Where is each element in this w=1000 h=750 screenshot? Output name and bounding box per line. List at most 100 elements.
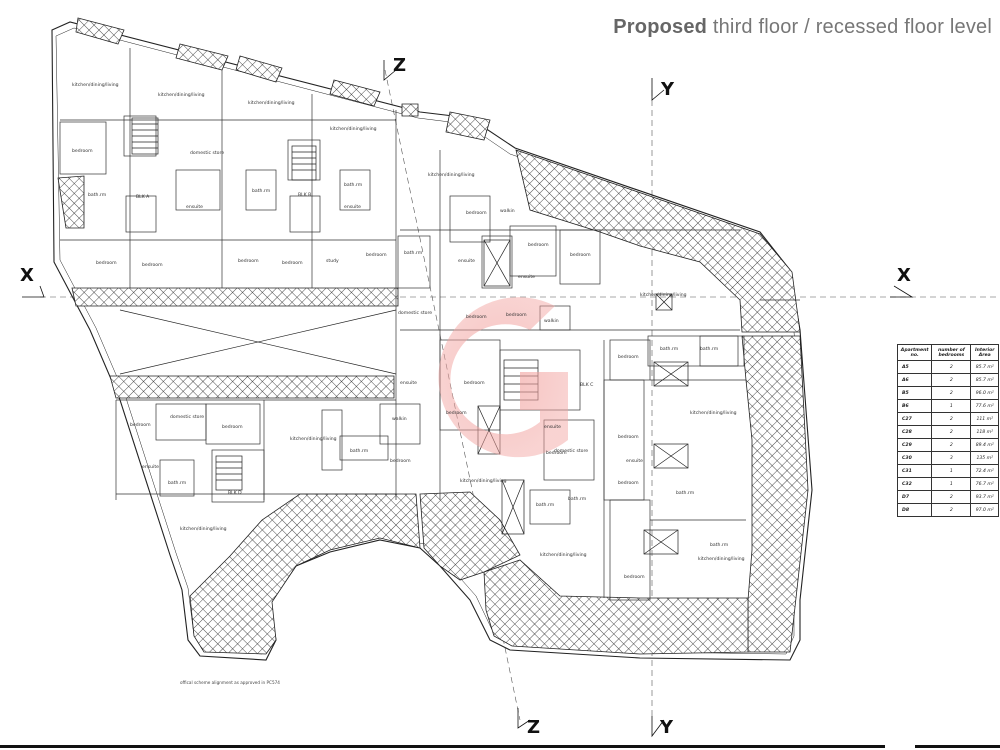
room-label: kitchen/dining/living: [180, 526, 227, 532]
room-label: ensuite: [626, 458, 643, 464]
header-interior-area: Interior Area: [970, 344, 999, 361]
room-label: ensuite: [544, 424, 561, 430]
room-label: ensuite: [344, 204, 361, 210]
room-label: bath.rm: [404, 250, 423, 256]
room-label: study: [326, 258, 339, 264]
building-outline: [51, 21, 813, 661]
room-label: bedroom: [72, 148, 93, 154]
room-label: bath.rm: [536, 502, 555, 508]
header-apartment-no: Apartment no.: [896, 344, 933, 361]
axis-label-x-left: X: [20, 265, 34, 286]
axis-label-z-bottom: Z: [527, 717, 540, 738]
room-label: kitchen/dining/living: [640, 292, 687, 298]
axis-label-y-top: Y: [660, 79, 675, 100]
room-label: kitchen/dining/living: [698, 556, 745, 562]
cell-apartment-no: C30: [896, 451, 933, 465]
cell-interior-area: 96.0 m²: [970, 386, 999, 400]
room-label: walkin: [500, 208, 515, 214]
room-label: bedroom: [142, 262, 163, 268]
block-label-c: BLK C: [580, 382, 593, 388]
alignment-note: offical scheme alignment as approved in …: [180, 680, 280, 685]
axis-label-x-right: X: [897, 265, 911, 286]
room-label: kitchen/dining/living: [72, 82, 119, 88]
cell-apartment-no: C28: [896, 425, 933, 439]
cell-bedrooms: 2: [931, 360, 972, 374]
room-label: bedroom: [570, 252, 591, 258]
interior-walls: [59, 48, 800, 601]
cell-bedrooms: 2: [931, 412, 972, 426]
cell-apartment-no: B5: [896, 386, 933, 400]
room-label: kitchen/dining/living: [540, 552, 587, 558]
room-label: domestic store: [190, 150, 224, 156]
cell-bedrooms: 2: [931, 425, 972, 439]
cell-interior-area: 77.6 m²: [970, 399, 999, 413]
axis-label-z-top: Z: [393, 55, 406, 76]
cell-interior-area: 76.7 m²: [970, 477, 999, 491]
room-label: domestic store: [398, 310, 432, 316]
room-label: ensuite: [186, 204, 203, 210]
title-bold: Proposed: [613, 16, 708, 38]
room-label: kitchen/dining/living: [460, 478, 507, 484]
cell-bedrooms: 2: [931, 373, 972, 387]
room-label: kitchen/dining/living: [290, 436, 337, 442]
room-label: bedroom: [464, 380, 485, 386]
room-label: bedroom: [130, 422, 151, 428]
cell-bedrooms: 3: [931, 451, 972, 465]
cell-bedrooms: 2: [931, 438, 972, 452]
room-label: walkin: [544, 318, 559, 324]
room-label: bath.rm: [710, 542, 729, 548]
cell-interior-area: 85.7 m²: [970, 373, 999, 387]
room-label: bath.rm: [676, 490, 695, 496]
terraces: [57, 17, 809, 655]
room-label: bath.rm: [700, 346, 719, 352]
sheet-title: Proposed third floor / recessed floor le…: [613, 16, 992, 39]
room-label: kitchen/dining/living: [428, 172, 475, 178]
room-label: bath.rm: [568, 496, 587, 502]
room-label: bedroom: [222, 424, 243, 430]
room-label: bedroom: [282, 260, 303, 266]
cell-bedrooms: 1: [931, 464, 972, 478]
cell-bedrooms: 2: [931, 503, 972, 517]
room-label: bath.rm: [660, 346, 679, 352]
cell-apartment-no: A5: [896, 360, 933, 374]
room-label: bath.rm: [88, 192, 107, 198]
cell-interior-area: 135 m²: [970, 451, 999, 465]
room-label: bedroom: [624, 574, 645, 580]
cell-apartment-no: A6: [896, 373, 933, 387]
room-label: bath.rm: [168, 480, 187, 486]
block-label-b: BLK B: [298, 192, 311, 198]
room-label: bedroom: [528, 242, 549, 248]
cell-apartment-no: B6: [896, 399, 933, 413]
apartment-schedule-table: Apartment no. number of bedrooms Interio…: [896, 344, 999, 517]
room-label: kitchen/dining/living: [690, 410, 737, 416]
room-label: domestic store: [554, 448, 588, 454]
cell-bedrooms: 2: [931, 490, 972, 504]
room-label: kitchen/dining/living: [158, 92, 205, 98]
room-label: bedroom: [390, 458, 411, 464]
cell-apartment-no: C31: [896, 464, 933, 478]
room-label: bedroom: [466, 210, 487, 216]
room-label: walkin: [392, 416, 407, 422]
cell-interior-area: 85.7 m²: [970, 360, 999, 374]
room-label: bedroom: [618, 434, 639, 440]
cell-bedrooms: 1: [931, 399, 972, 413]
room-label: bath.rm: [252, 188, 271, 194]
room-label: bedroom: [96, 260, 117, 266]
cell-interior-area: 97.0 m²: [970, 503, 999, 517]
room-label: bedroom: [466, 314, 487, 320]
room-label: domestic store: [170, 414, 204, 420]
block-label-a: BLK A: [136, 194, 150, 200]
room-label: ensuite: [458, 258, 475, 264]
watermark-logo: [438, 297, 568, 458]
